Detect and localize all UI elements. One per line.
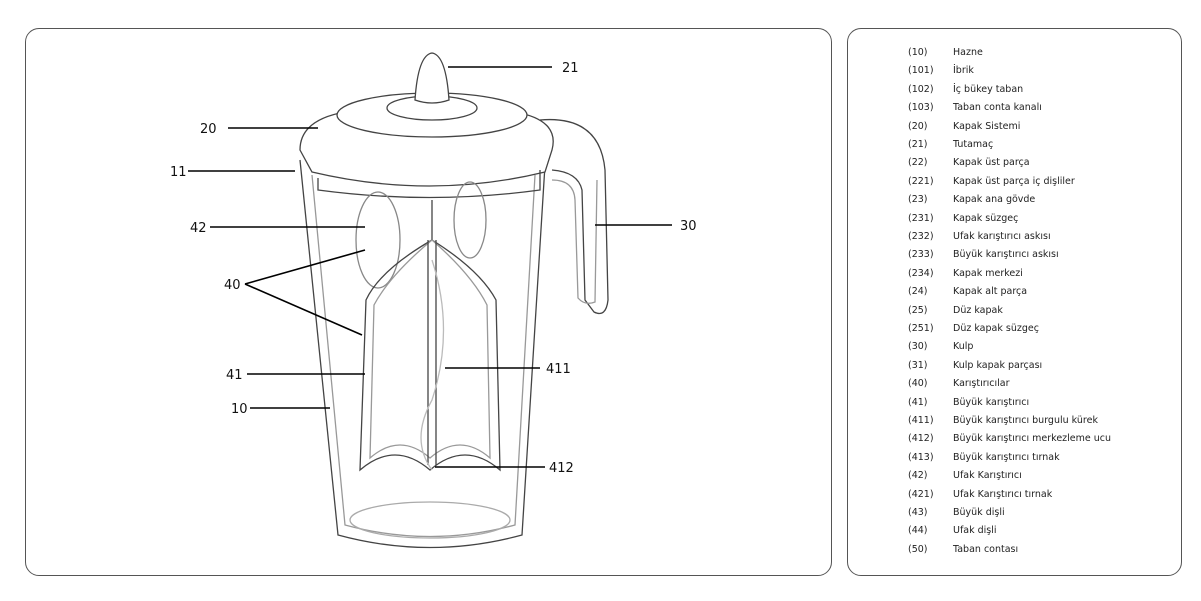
legend-number: (24) <box>908 286 928 298</box>
legend-text: Tutamaç <box>953 139 994 150</box>
legend-text: Taban contası <box>953 543 1019 555</box>
legend-number: (221) <box>908 175 934 187</box>
legend-text: Kapak üst parça <box>953 157 1030 169</box>
legend-text: Hazne <box>953 47 983 58</box>
legend-text: İbrik <box>953 65 974 77</box>
label-411: 411 <box>546 362 571 377</box>
legend-panel: (10) Hazne (101) İbrik (102) İç bükey taban (1… <box>847 28 1182 576</box>
legend-text: Büyük karıştırıcı askısı <box>953 249 1059 261</box>
legend-number: (20) <box>908 120 928 132</box>
label-412: 412 <box>549 461 574 476</box>
legend-number: (413) <box>908 451 934 463</box>
legend-number: (103) <box>908 102 934 114</box>
label-40: 40 <box>224 278 241 293</box>
small-mixer-left <box>355 191 401 289</box>
legend-number: (251) <box>908 323 934 334</box>
legend-number: (31) <box>908 359 928 371</box>
legend-text: Kapak üst parça iç dişliler <box>953 175 1075 187</box>
legend-number: (233) <box>908 249 934 261</box>
auger <box>427 240 437 465</box>
legend-text: Ufak Karıştırıcı tırnak <box>953 488 1053 500</box>
label-10: 10 <box>231 402 248 417</box>
handle <box>539 118 609 315</box>
legend-number: (30) <box>908 341 928 353</box>
small-mixer-right <box>453 181 487 259</box>
legend-number: (10) <box>908 47 928 58</box>
legend-text: Büyük karıştırıcı burgulu kürek <box>953 415 1098 426</box>
legend-text: İç bükey taban <box>953 83 1024 95</box>
legend-text: Büyük dişli <box>953 507 1005 518</box>
legend-text: Ufak karıştırıcı askısı <box>953 231 1051 242</box>
label-42: 42 <box>190 221 207 236</box>
legend-text: Büyük karıştırıcı <box>953 396 1030 408</box>
knob <box>414 52 450 104</box>
legend-number: (42) <box>908 470 928 482</box>
legend-text: Kapak merkezi <box>953 267 1023 279</box>
legend-text: Kapak ana gövde <box>953 194 1036 206</box>
legend-text: Büyük karıştırıcı merkezleme ucu <box>953 433 1112 445</box>
big-mixer <box>359 200 501 472</box>
legend-number: (43) <box>908 507 928 518</box>
legend-text: Ufak dişli <box>953 525 997 537</box>
legend-number: (50) <box>908 543 928 555</box>
legend-text: Ufak Karıştırıcı <box>953 470 1022 482</box>
legend-number: (40) <box>908 378 928 390</box>
label-21: 21 <box>562 61 579 76</box>
legend-text: Düz kapak <box>953 304 1003 316</box>
legend-number: (44) <box>908 525 928 537</box>
label-20: 20 <box>200 122 217 137</box>
pitcher-body <box>299 159 546 549</box>
legend-text: Kulp kapak parçası <box>953 359 1043 371</box>
legend-number: (102) <box>908 83 934 95</box>
label-11: 11 <box>170 165 187 180</box>
legend-text: Kapak süzgeç <box>953 212 1019 224</box>
legend-text: Büyük karıştırıcı tırnak <box>953 451 1060 463</box>
legend-number: (23) <box>908 194 928 206</box>
leader-lines <box>188 66 672 468</box>
legend-number: (25) <box>908 304 928 316</box>
legend-number: (41) <box>908 396 928 408</box>
legend-text: Kapak Sistemi <box>953 120 1021 132</box>
legend-number: (22) <box>908 157 928 169</box>
legend-text: Düz kapak süzgeç <box>953 323 1039 334</box>
legend-number: (412) <box>908 433 934 445</box>
legend-number: (232) <box>908 231 934 242</box>
legend-text: Taban conta kanalı <box>953 102 1042 114</box>
legend-text: Kulp <box>953 341 974 353</box>
legend-text: Kapak alt parça <box>953 286 1028 298</box>
legend-text: Karıştırıcılar <box>953 378 1010 390</box>
legend-number: (231) <box>908 212 934 224</box>
label-30: 30 <box>680 219 697 234</box>
legend-number: (21) <box>908 139 928 150</box>
label-41: 41 <box>226 368 243 383</box>
legend-number: (411) <box>908 415 934 426</box>
legend-number: (101) <box>908 65 934 77</box>
legend-number: (421) <box>908 488 934 500</box>
legend-number: (234) <box>908 267 934 279</box>
